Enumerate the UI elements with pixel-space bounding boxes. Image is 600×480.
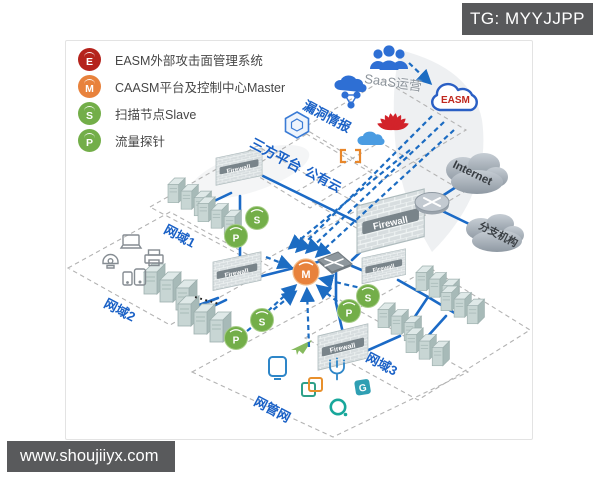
cloud-icon: [357, 131, 385, 145]
agent-nodes: M S P S P: [224, 206, 380, 350]
mgmt-icons: G: [268, 340, 371, 417]
people-icon: [370, 45, 408, 70]
master-node: M: [292, 258, 320, 286]
third-party-border: [246, 131, 374, 209]
easm-cloud: EASM: [431, 82, 478, 112]
tg-watermark-badge: TG: MYYJJPP: [462, 3, 593, 35]
huawei-logo-icon: [377, 113, 409, 131]
legend-label: EASM外部攻击面管理系统: [115, 54, 263, 68]
mgmt-border: [190, 295, 470, 438]
scanner-badge-icon: S: [78, 102, 101, 125]
branch-cloud: 分支机构: [466, 214, 524, 252]
tablet-icon: [122, 268, 147, 286]
switch-icon: [317, 251, 353, 274]
camera-icon: [102, 253, 119, 269]
probe-node: P: [337, 299, 361, 323]
zone3-border: [303, 267, 532, 401]
scanner-node: S: [245, 206, 269, 230]
site-watermark-badge: www.shoujiiyx.com: [7, 441, 175, 472]
master-badge-icon: M: [78, 75, 101, 98]
overlap-squares-icon: [301, 377, 323, 397]
legend-label: 流量探针: [115, 135, 166, 149]
firewall-label: Firewall: [224, 268, 249, 280]
legend-label: CAASM平台及控制中心Master: [115, 81, 286, 95]
legend: E EASM外部攻击面管理系统 M CAASM平台及控制中心Master S 扫…: [78, 48, 285, 156]
legend-label: 扫描节点Slave: [115, 108, 197, 122]
easm-badge-icon: E: [78, 48, 101, 71]
paper-plane-icon: [291, 340, 312, 355]
svg-text:P: P: [233, 234, 240, 245]
probe-badge-icon: P: [78, 129, 101, 152]
legend-item-slave: S 扫描节点Slave: [78, 102, 285, 125]
easm-label: EASM: [441, 95, 470, 106]
server-rack-icon: [406, 328, 449, 366]
server-rack-icon: [441, 286, 484, 324]
svg-text:G: G: [358, 383, 368, 395]
printer-icon: [144, 249, 164, 267]
legend-item-caasm: M CAASM平台及控制中心Master: [78, 75, 285, 98]
firewall-label: Firewall: [226, 164, 251, 176]
trident-icon: [329, 357, 345, 381]
svg-text:P: P: [233, 336, 240, 347]
ring-icon: [329, 398, 348, 417]
svg-text:M: M: [301, 269, 310, 281]
ellipsis-dots: ·····: [192, 289, 222, 311]
probe-node: P: [224, 326, 248, 350]
legend-item-easm: E EASM外部攻击面管理系统: [78, 48, 285, 71]
scanner-node: S: [250, 308, 274, 332]
firewall-label: Firewall: [372, 264, 395, 275]
firewalls: Firewall Firewall Firewall Firewall Fire…: [212, 147, 425, 371]
svg-text:S: S: [254, 216, 261, 227]
svg-text:S: S: [259, 318, 266, 329]
monitor-icon: [268, 356, 287, 380]
cloud-cluster-icon: [334, 75, 367, 109]
hexagon-icon: [284, 111, 310, 139]
scanner-node: S: [356, 284, 380, 308]
legend-item-probe: P 流量探针: [78, 129, 285, 152]
internet-cloud: Internet: [446, 153, 508, 194]
router-icon: [414, 192, 450, 215]
brackets-icon: [339, 148, 362, 164]
laptop-icon: [119, 234, 143, 249]
zone2-devices: [102, 234, 164, 286]
svg-text:S: S: [365, 294, 372, 305]
g-tile-icon: G: [354, 379, 371, 396]
probe-node: P: [224, 224, 248, 248]
zone2-border: [66, 211, 274, 326]
svg-text:P: P: [346, 309, 353, 320]
